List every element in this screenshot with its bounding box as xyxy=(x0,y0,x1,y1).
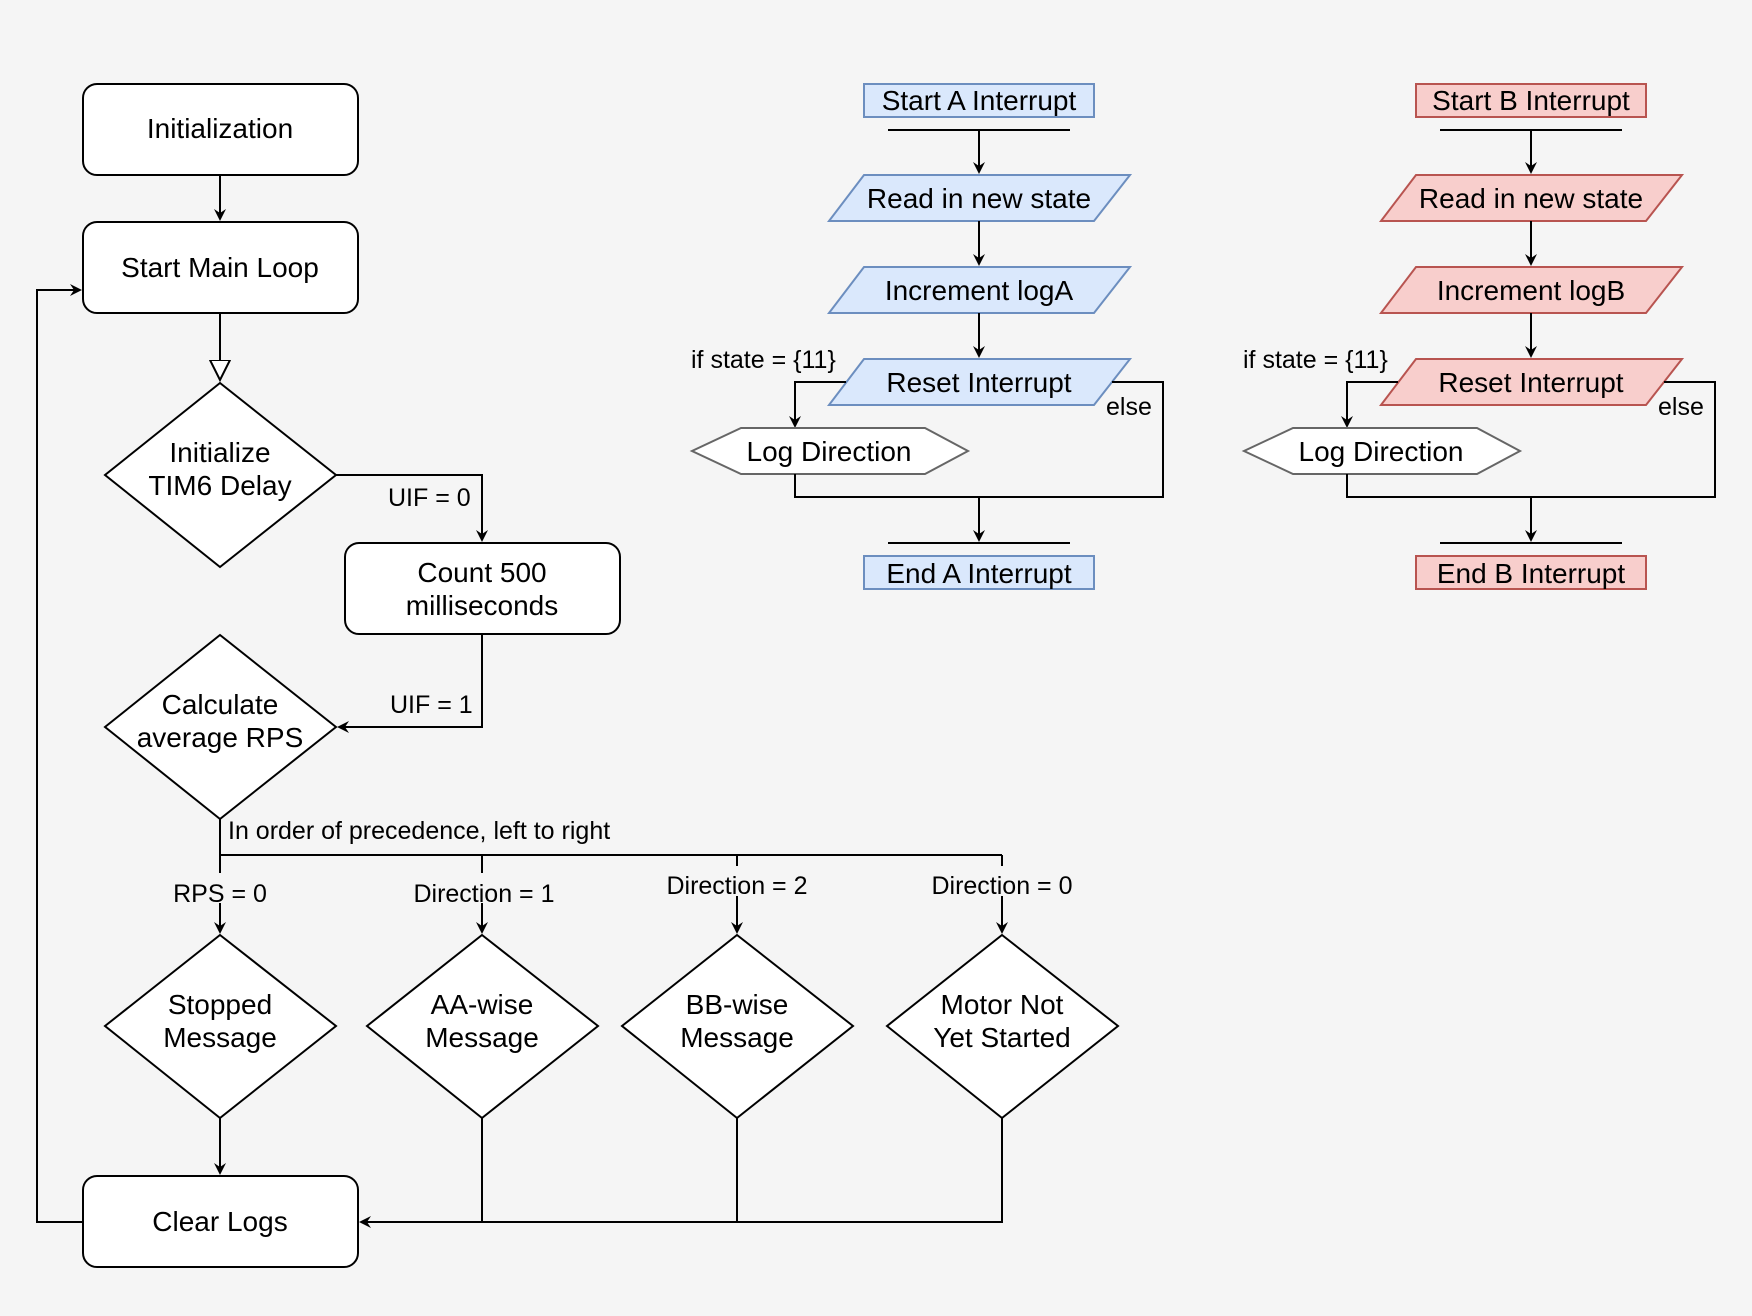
reset-interrupt-b-node xyxy=(1378,358,1685,406)
reset-interrupt-a-node xyxy=(826,358,1133,406)
dir2-label: Direction = 2 xyxy=(666,872,807,900)
dir1-label-bg xyxy=(410,873,555,903)
dir1-label: Direction = 1 xyxy=(413,880,554,908)
end-b-label: End B Interrupt xyxy=(1437,558,1626,589)
edge-log-a-to-merge xyxy=(794,474,979,498)
aa-label-line2: Message xyxy=(425,1022,539,1053)
interrupt-a-flow: Start A Interrupt Read in new state Incr… xyxy=(689,83,1164,590)
if-state-b-label: if state = {11} xyxy=(1243,346,1388,374)
end-a-label: End A Interrupt xyxy=(886,558,1071,589)
log-direction-a-label: Log Direction xyxy=(747,436,912,467)
calc-label-line2: average RPS xyxy=(137,722,304,753)
start-b-label: Start B Interrupt xyxy=(1432,85,1630,116)
uif0-label: UIF = 0 xyxy=(388,484,471,512)
init-tim6-decision xyxy=(103,381,338,569)
motor-label-line2: Yet Started xyxy=(933,1022,1071,1053)
edge-tim6-to-count xyxy=(336,474,488,542)
if-state-a-label: if state = {11} xyxy=(691,346,836,374)
rps0-label: RPS = 0 xyxy=(173,880,267,908)
log-direction-a-node xyxy=(689,427,971,475)
aa-label-line1: AA-wise xyxy=(431,989,534,1020)
log-direction-b-node xyxy=(1241,427,1523,475)
reset-interrupt-b-label: Reset Interrupt xyxy=(1438,367,1623,398)
interrupt-b-flow: Start B Interrupt Read in new state Incr… xyxy=(1241,83,1716,590)
start-main-loop-label: Start Main Loop xyxy=(121,252,319,283)
edge-reset-a-to-log xyxy=(789,381,846,428)
increment-logb-node xyxy=(1378,266,1685,314)
read-state-a-node xyxy=(826,174,1133,222)
increment-loga-label: Increment logA xyxy=(885,275,1074,306)
dir0-label: Direction = 0 xyxy=(931,872,1072,900)
log-direction-b-label: Log Direction xyxy=(1299,436,1464,467)
edge-reset-b-else xyxy=(1531,381,1716,498)
start-a-label: Start A Interrupt xyxy=(882,85,1077,116)
edge-reset-b-to-log xyxy=(1341,381,1398,428)
edge-count-to-calc xyxy=(337,634,483,733)
read-state-a-label: Read in new state xyxy=(867,183,1091,214)
calc-label-line1: Calculate xyxy=(162,689,279,720)
reset-interrupt-a-label: Reset Interrupt xyxy=(886,367,1071,398)
bb-label-line2: Message xyxy=(680,1022,794,1053)
start-b-interrupt-node xyxy=(1415,83,1647,118)
precedence-label: In order of precedence, left to right xyxy=(228,817,610,845)
edge-log-b-to-merge xyxy=(1346,474,1531,498)
count-label-line1: Count 500 xyxy=(417,557,546,588)
read-state-b-node xyxy=(1378,174,1685,222)
start-a-interrupt-node xyxy=(863,83,1095,118)
stopped-label-line2: Message xyxy=(163,1022,277,1053)
increment-logb-label: Increment logB xyxy=(1437,275,1625,306)
end-b-interrupt-node xyxy=(1415,555,1647,590)
stopped-label-line1: Stopped xyxy=(168,989,272,1020)
read-state-b-label: Read in new state xyxy=(1419,183,1643,214)
end-a-interrupt-node xyxy=(863,555,1095,590)
dir0-label-bg xyxy=(930,866,1075,896)
edge-reset-a-else xyxy=(979,381,1164,498)
edge-motor-to-clear xyxy=(359,1118,1003,1228)
edge-clear-to-loop xyxy=(36,284,83,1223)
rps0-label-bg xyxy=(170,873,270,903)
bb-label-line1: BB-wise xyxy=(686,989,789,1020)
main-flow: Initialization Start Main Loop Initializ… xyxy=(36,83,1120,1268)
increment-loga-node xyxy=(826,266,1133,314)
motor-label-line1: Motor Not xyxy=(941,989,1064,1020)
uif1-label: UIF = 1 xyxy=(390,691,473,719)
init-tim6-label-line1: Initialize xyxy=(169,437,270,468)
clear-logs-label: Clear Logs xyxy=(152,1206,287,1237)
dir2-label-bg xyxy=(665,866,810,896)
count-label-line2: milliseconds xyxy=(406,590,559,621)
initialization-label: Initialization xyxy=(147,113,293,144)
else-b-label: else xyxy=(1658,393,1704,421)
init-tim6-label-line2: TIM6 Delay xyxy=(148,470,291,501)
else-a-label: else xyxy=(1106,393,1152,421)
